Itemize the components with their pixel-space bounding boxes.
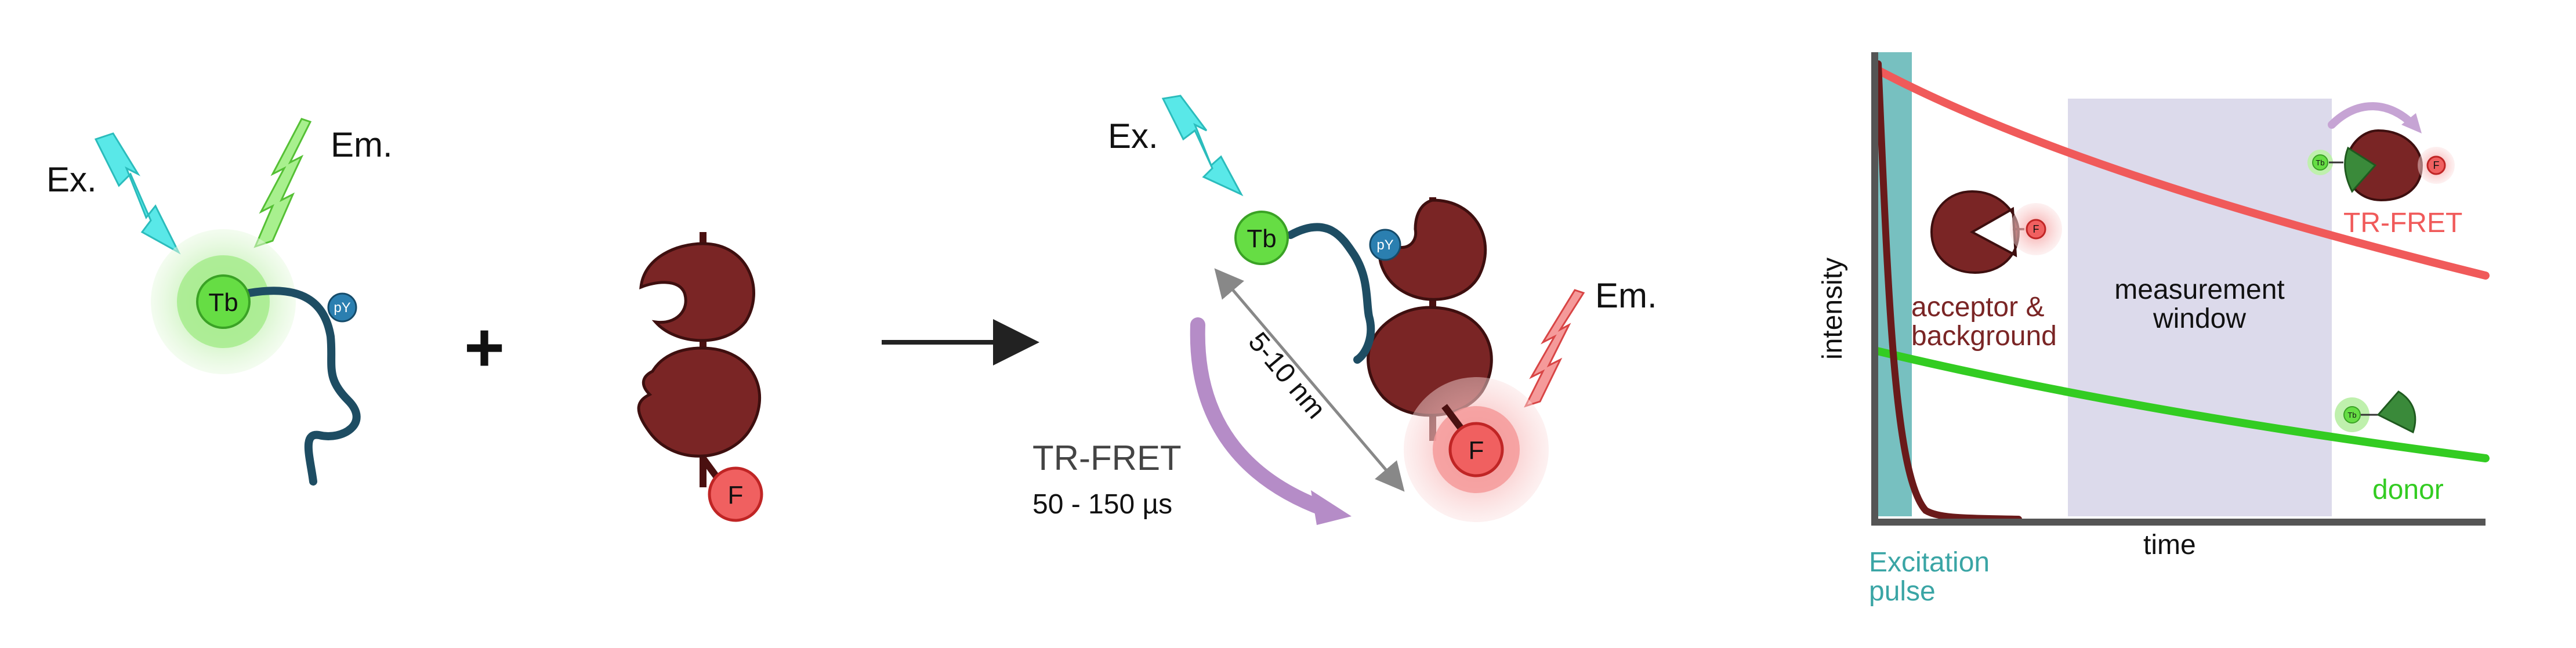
energy-transfer-arrow <box>1190 317 1336 518</box>
antibody-panel: F <box>637 232 763 522</box>
py-label: pY <box>1376 237 1393 253</box>
ex-label: Ex. <box>1108 117 1158 155</box>
em-label: Em. <box>1595 276 1657 315</box>
complex-panel: Ex. Em. Tb pY F 5-10 nm TR-FRET 50 - 150… <box>1032 95 1657 525</box>
plus-sign: + <box>464 309 505 386</box>
trfret-curve <box>1873 66 2490 280</box>
svg-text:Tb: Tb <box>2316 158 2324 167</box>
x-axis-label: time <box>2143 530 2196 560</box>
donor-curve-label: donor <box>2372 475 2444 505</box>
time-label: 50 - 150 µs <box>1032 489 1172 520</box>
excitation-label-line2: pulse <box>1869 576 1936 607</box>
peptide-linker <box>245 287 361 486</box>
emission-bolt-icon <box>1524 289 1585 408</box>
excitation-bolt-icon <box>1161 95 1244 197</box>
terbium-donor <box>1234 211 1289 265</box>
timing-chart: intensity time Excitation pulse measurem… <box>1817 52 2490 607</box>
window-label-line2: window <box>2153 303 2246 334</box>
mini-acceptor-icon: F <box>1930 190 2062 274</box>
em-label: Em. <box>331 125 393 164</box>
trfret-curve-label: TR-FRET <box>2343 208 2462 238</box>
antibody-lower-domain <box>637 346 762 458</box>
mini-trfret-icon: Tb F <box>2307 102 2455 202</box>
window-label-line1: measurement <box>2114 274 2284 305</box>
fluorophore-acceptor <box>708 466 763 522</box>
distance-arrow <box>1214 268 1405 492</box>
svg-text:F: F <box>2033 223 2039 235</box>
fluorophore-acceptor <box>1448 422 1504 477</box>
phosphotyrosine <box>1369 229 1401 261</box>
acceptor-label-line1: acceptor & <box>1911 292 2044 323</box>
py-label: pY <box>334 300 350 316</box>
antibody-upper-domain <box>639 242 755 342</box>
tb-label: Tb <box>208 288 238 317</box>
donor-curve <box>1873 347 2490 462</box>
emission-bolt-icon <box>253 118 312 248</box>
svg-text:F: F <box>2433 160 2440 171</box>
terbium-donor <box>196 274 251 329</box>
left-panel: Ex. Em. Tb pY + <box>46 118 505 486</box>
excitation-label-line1: Excitation <box>1869 547 1990 578</box>
ex-label: Ex. <box>46 160 97 199</box>
svg-text:Tb: Tb <box>2347 411 2356 419</box>
peptide-linker <box>1287 223 1375 364</box>
f-label: F <box>728 481 744 509</box>
mini-donor-icon: Tb <box>2335 390 2416 434</box>
tb-label: Tb <box>1247 225 1276 253</box>
phosphotyrosine <box>327 292 357 323</box>
excitation-bolt-icon <box>94 132 181 255</box>
distance-label: 5-10 nm <box>1242 327 1332 425</box>
acceptor-label-line2: background <box>1911 321 2057 352</box>
trfret-label: TR-FRET <box>1032 439 1182 477</box>
y-axis-label: intensity <box>1817 258 1848 360</box>
acceptor-background-curve <box>1875 60 2022 523</box>
f-label: F <box>1469 436 1484 465</box>
